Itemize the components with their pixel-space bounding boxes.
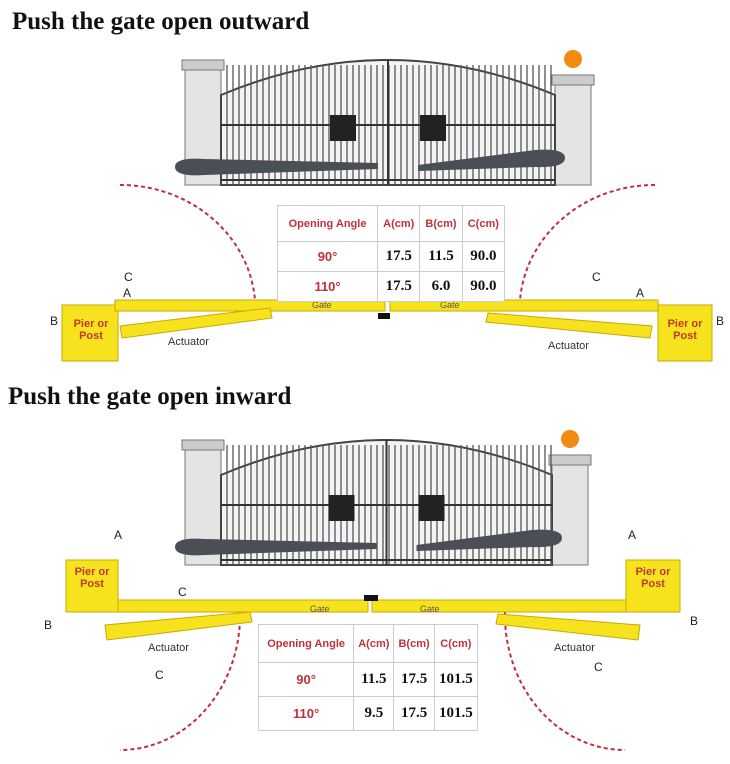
header-opening-angle: Opening Angle <box>276 205 379 242</box>
actuator-label-right: Actuator <box>554 642 595 654</box>
value-cell: 9.5 <box>353 696 395 731</box>
pier-left <box>61 304 119 362</box>
dim-c-left: C <box>124 270 133 284</box>
gate-leaf-left <box>117 599 369 613</box>
pillar-right <box>551 459 589 566</box>
dim-c-right: C <box>594 660 603 674</box>
swing-arc-left <box>119 183 256 301</box>
header-b: B(cm) <box>419 205 463 242</box>
gate-label-right: Gate <box>440 300 460 310</box>
value-cell: 11.5 <box>419 241 463 272</box>
actuator-right <box>485 312 653 339</box>
actuator-label-left: Actuator <box>168 336 209 348</box>
angle-cell: 110° <box>276 271 379 302</box>
actuator-left <box>104 611 253 641</box>
value-cell: 17.5 <box>393 696 435 731</box>
swing-arc-right <box>503 611 626 751</box>
gate-label-right: Gate <box>420 604 440 614</box>
pier-label-left: Pier or Post <box>73 318 109 342</box>
gate-label-left: Gate <box>312 300 332 310</box>
value-cell: 101.5 <box>433 662 479 697</box>
angle-cell: 90° <box>276 241 379 272</box>
value-cell: 101.5 <box>433 696 479 731</box>
actuator-label-left: Actuator <box>148 642 189 654</box>
actuator-left <box>119 307 273 339</box>
gate-ornament <box>420 115 446 141</box>
pillar-cap-right <box>548 454 592 466</box>
value-cell: 6.0 <box>419 271 463 302</box>
swing-arc-left <box>119 611 242 751</box>
pier-label-left: Pier or Post <box>74 566 110 590</box>
dim-b-left: B <box>44 618 53 632</box>
pillar-cap-left <box>181 439 225 451</box>
value-cell: 17.5 <box>377 271 421 302</box>
pillar-right <box>554 79 592 186</box>
dim-b-right: B <box>690 614 699 628</box>
section-title-inward: Push the gate open inward <box>8 383 292 410</box>
value-cell: 17.5 <box>377 241 421 272</box>
gate-ornament <box>328 495 355 521</box>
dim-b-right: B <box>716 314 725 328</box>
gate-leaf-right <box>389 299 659 312</box>
warning-lamp-icon <box>561 430 579 448</box>
header-c: C(cm) <box>461 205 506 242</box>
actuator-right <box>495 613 641 641</box>
pier-label-right: Pier or Post <box>667 318 703 342</box>
header-c: C(cm) <box>433 624 479 663</box>
motor-actuator-right <box>418 149 565 171</box>
motor-actuator-right <box>416 529 562 551</box>
dim-a-right: A <box>636 286 645 300</box>
gate-label-left: Gate <box>310 604 330 614</box>
value-cell: 90.0 <box>461 241 506 272</box>
swing-arc-right <box>519 183 656 301</box>
dim-c-right: C <box>592 270 601 284</box>
motor-actuator-left <box>175 538 377 556</box>
gate-stopper <box>364 595 378 601</box>
gate-ornament <box>418 495 445 521</box>
angle-cell: 90° <box>257 662 355 697</box>
header-opening-angle: Opening Angle <box>257 624 355 663</box>
pillar-cap-right <box>551 74 595 86</box>
dim-a-right: A <box>628 528 637 542</box>
dim-a-left: A <box>123 286 132 300</box>
header-a: A(cm) <box>377 205 421 242</box>
pier-left <box>65 559 119 613</box>
gate-leaf-right <box>371 599 627 613</box>
dim-c-left: C <box>155 668 164 682</box>
section-title-outward: Push the gate open outward <box>12 8 310 35</box>
dim-c-top: C <box>178 585 187 599</box>
dim-b-left: B <box>50 314 59 328</box>
motor-actuator-left <box>175 158 378 176</box>
pier-label-right: Pier or Post <box>635 566 671 590</box>
actuator-label-right: Actuator <box>548 340 589 352</box>
pillar-cap-left <box>181 59 225 71</box>
pier-right <box>625 559 681 613</box>
dim-a-left: A <box>114 528 123 542</box>
header-b: B(cm) <box>393 624 435 663</box>
pier-right <box>657 304 713 362</box>
gate-stopper <box>378 313 390 319</box>
value-cell: 11.5 <box>353 662 395 697</box>
gate-ornament <box>330 115 356 141</box>
header-a: A(cm) <box>353 624 395 663</box>
value-cell: 17.5 <box>393 662 435 697</box>
angle-cell: 110° <box>257 696 355 731</box>
warning-lamp-icon <box>564 50 582 68</box>
value-cell: 90.0 <box>461 271 506 302</box>
